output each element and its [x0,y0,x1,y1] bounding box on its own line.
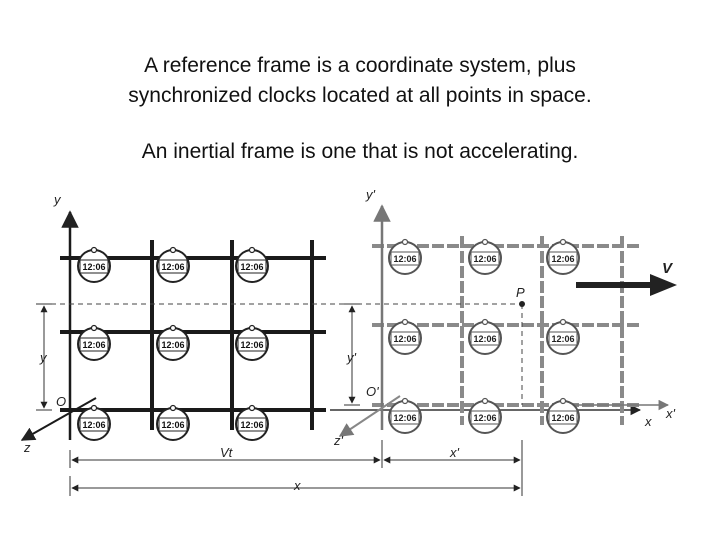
vt-dimension [69,440,383,468]
clock: 12:06 [546,238,580,275]
clock-time: 12:06 [240,262,263,272]
clock: 12:06 [235,246,269,283]
velocity-label: V [662,260,674,277]
clock-time: 12:06 [240,340,263,350]
frame-s-x-label: x [644,414,652,429]
x-dimension [69,476,521,496]
y-dimension-label: y [39,350,48,365]
clock: 12:06 [468,397,502,434]
clock: 12:06 [388,318,422,355]
x-prime-dimension-label: x' [449,445,460,460]
clock-time: 12:06 [161,420,184,430]
frame-s-y-label: y [53,192,62,207]
clock-time: 12:06 [551,254,574,264]
clock: 12:06 [546,318,580,355]
clock: 12:06 [156,324,190,361]
caption-line-2: synchronized clocks located at all point… [128,84,592,107]
clock: 12:06 [77,246,111,283]
clock: 12:06 [388,397,422,434]
frame-s-origin-label: O [56,394,66,409]
point-p-label: P [516,285,525,300]
caption-line-1: A reference frame is a coordinate system… [144,54,576,77]
clock-time: 12:06 [473,334,496,344]
clock-time: 12:06 [82,262,105,272]
frame-s-prime-x-label: x' [665,406,676,421]
clock: 12:06 [77,324,111,361]
clock-time: 12:06 [393,334,416,344]
y-prime-dimension [344,303,360,406]
point-p-marker [519,301,525,307]
frame-s-z-label: z [23,440,31,455]
frame-s-prime-z-label: z' [333,433,344,448]
clock-time: 12:06 [161,340,184,350]
y-dimension [36,303,52,411]
clock: 12:06 [468,318,502,355]
clock: 12:06 [546,397,580,434]
clock: 12:06 [156,246,190,283]
clock: 12:06 [388,238,422,275]
vt-dimension-label: Vt [220,445,234,460]
caption-line-3: An inertial frame is one that is not acc… [141,140,579,163]
frame-s-prime-y-label: y' [365,187,376,202]
x-dimension-label: x [293,478,301,493]
clock-time: 12:06 [473,254,496,264]
clock-time: 12:06 [551,334,574,344]
clock-time: 12:06 [473,413,496,423]
clock-time: 12:06 [393,254,416,264]
clock-time: 12:06 [161,262,184,272]
clock-time: 12:06 [240,420,263,430]
clock-time: 12:06 [551,413,574,423]
y-prime-dimension-label: y' [346,350,357,365]
frame-s-prime-z-axis [338,395,401,437]
clock: 12:06 [468,238,502,275]
clock: 12:06 [235,324,269,361]
clock: 12:06 [77,404,111,441]
x-prime-dimension [383,440,523,496]
frame-s-prime-grid [372,236,640,425]
clock-time: 12:06 [393,413,416,423]
clock: 12:06 [156,404,190,441]
clock-time: 12:06 [82,340,105,350]
frame-s-prime-origin-label: O' [366,384,379,399]
clock: 12:06 [235,404,269,441]
frame-s-z-axis [20,397,97,441]
velocity-arrow [576,274,677,296]
clock-time: 12:06 [82,420,105,430]
